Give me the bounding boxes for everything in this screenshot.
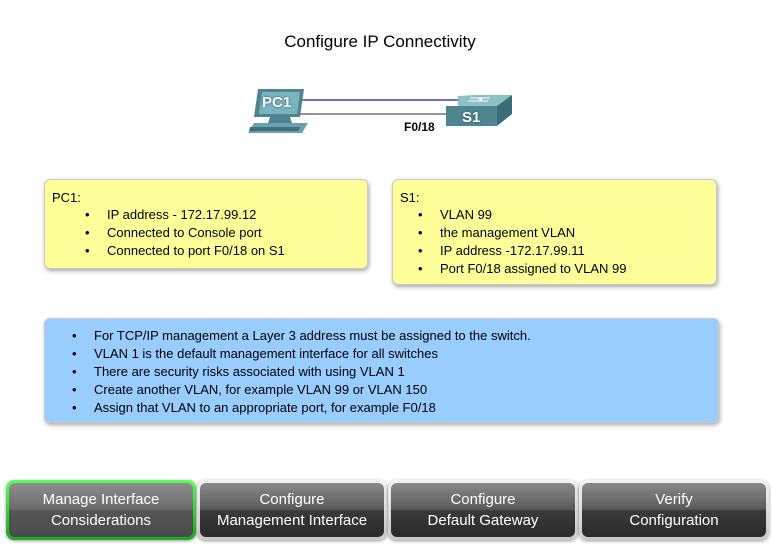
list-item: Assign that VLAN to an appropriate port,…	[65, 399, 531, 417]
s1-box-title: S1:	[400, 190, 420, 205]
s1-info-box: S1: VLAN 99 the management VLAN IP addre…	[392, 179, 717, 285]
pc1-device-label: PC1	[262, 94, 292, 111]
pc1-info-list: IP address - 172.17.99.12 Connected to C…	[78, 206, 285, 260]
nav-button-line2: Management Interface	[216, 512, 368, 529]
nav-button-face[interactable]: Configure Management Interface	[200, 483, 384, 537]
nav-button-line1: Configure	[259, 491, 325, 508]
list-item: Create another VLAN, for example VLAN 99…	[65, 381, 531, 399]
port-label: F0/18	[404, 120, 435, 134]
configure-default-gateway-button[interactable]: Configure Default Gateway	[388, 480, 578, 540]
list-item: Connected to Console port	[78, 224, 285, 242]
nav-button-line1: Configure	[450, 491, 516, 508]
list-item: Connected to port F0/18 on S1	[78, 242, 285, 260]
s1-device-label: S1	[462, 109, 481, 126]
list-item: Port F0/18 assigned to VLAN 99	[411, 260, 626, 278]
pc1-info-box: PC1: IP address - 172.17.99.12 Connected…	[44, 179, 368, 269]
nav-button-line2: Configuration	[629, 512, 719, 529]
list-item: IP address -172.17.99.11	[411, 242, 626, 260]
manage-interface-considerations-button[interactable]: Manage Interface Considerations	[6, 480, 196, 540]
list-item: There are security risks associated with…	[65, 363, 531, 381]
nav-button-line2: Considerations	[50, 512, 152, 529]
s1-switch-icon	[446, 95, 512, 126]
nav-button-face[interactable]: Verify Configuration	[582, 483, 766, 537]
pc1-computer-icon	[248, 89, 308, 133]
nav-button-line2: Default Gateway	[427, 512, 539, 529]
configure-management-interface-button[interactable]: Configure Management Interface	[197, 480, 387, 540]
list-item: IP address - 172.17.99.12	[78, 206, 285, 224]
pc1-box-title: PC1:	[52, 190, 81, 205]
notes-list: For TCP/IP management a Layer 3 address …	[65, 327, 531, 417]
s1-info-list: VLAN 99 the management VLAN IP address -…	[411, 206, 626, 278]
list-item: VLAN 1 is the default management interfa…	[65, 345, 531, 363]
nav-button-face[interactable]: Configure Default Gateway	[391, 483, 575, 537]
notes-box: For TCP/IP management a Layer 3 address …	[44, 318, 719, 423]
list-item: the management VLAN	[411, 224, 626, 242]
list-item: VLAN 99	[411, 206, 626, 224]
topology-diagram	[248, 89, 512, 133]
list-item: For TCP/IP management a Layer 3 address …	[65, 327, 531, 345]
nav-button-face[interactable]: Manage Interface Considerations	[9, 483, 193, 537]
nav-button-line1: Manage Interface	[42, 491, 160, 508]
page-title: Configure IP Connectivity	[284, 32, 476, 51]
verify-configuration-button[interactable]: Verify Configuration	[579, 480, 769, 540]
nav-button-line1: Verify	[655, 491, 693, 508]
